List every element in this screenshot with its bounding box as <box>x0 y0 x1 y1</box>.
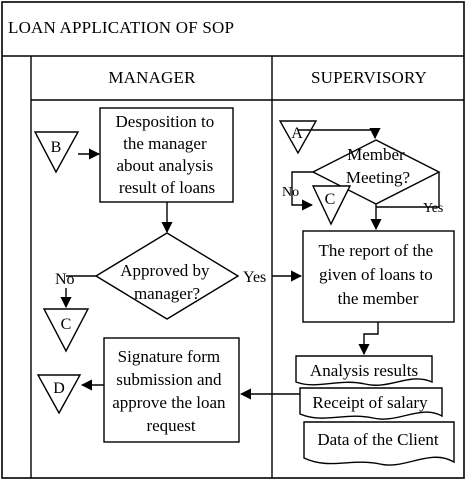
lane-header-manager: MANAGER <box>108 68 196 87</box>
member-yes-line <box>376 172 440 208</box>
document-analysis-label: Analysis results <box>310 361 418 380</box>
arrow-report-to-documents <box>358 322 379 356</box>
document-analysis <box>295 355 433 386</box>
desposition-line-2: the manager <box>123 134 207 153</box>
member-line-1: Member <box>347 145 405 164</box>
document-salary-label: Receipt of salary <box>312 393 428 412</box>
signature-line-4: request <box>146 416 195 435</box>
signature-line-1: Signature form <box>118 347 220 366</box>
signature-line-3: approve the loan <box>112 393 226 412</box>
report-process-text: The report of the given of loans to the … <box>319 241 438 308</box>
desposition-line-4: result of loans <box>119 178 215 197</box>
report-line-1: The report of the <box>319 241 434 260</box>
lane-header-supervisory: SUPERVISORY <box>311 68 427 87</box>
approved-line-1: Approved by <box>120 261 210 280</box>
report-line-3: the member <box>338 289 419 308</box>
document-client-label: Data of the Client <box>317 430 439 449</box>
member-decision-text: Member Meeting? <box>346 145 410 187</box>
connector-d <box>36 374 82 415</box>
member-yes-label: Yes <box>423 201 443 216</box>
report-process-box <box>302 230 455 323</box>
connector-d-label: D <box>53 380 65 397</box>
approved-line-2: manager? <box>134 284 200 303</box>
connector-a-label: A <box>291 125 303 142</box>
connector-b <box>33 131 80 174</box>
member-line-2: Meeting? <box>346 168 410 187</box>
connector-a <box>278 120 318 155</box>
approved-no-label: No <box>55 271 75 288</box>
connector-b-label: B <box>51 139 62 156</box>
signature-line-2: submission and <box>116 370 222 389</box>
desposition-process-text: Desposition to the manager about analysi… <box>116 112 219 197</box>
member-no-label: No <box>282 185 299 200</box>
connector-c-manager <box>42 308 90 353</box>
report-line-2: given of loans to <box>319 265 433 284</box>
document-salary <box>299 387 443 420</box>
connector-c-manager-label: C <box>61 316 72 333</box>
diagram-title: LOAN APPLICATION OF SOP <box>8 18 234 37</box>
approved-yes-label: Yes <box>243 269 266 286</box>
desposition-line-1: Desposition to <box>116 112 215 131</box>
connector-c-supervisory-label: C <box>325 191 336 208</box>
member-no-line <box>291 171 314 211</box>
connector-c-supervisory <box>311 185 352 226</box>
signature-process-text: Signature form submission and approve th… <box>112 347 230 435</box>
signature-process-box <box>103 337 240 443</box>
document-client <box>303 421 455 466</box>
approved-decision-text: Approved by manager? <box>120 261 213 303</box>
approved-decision-diamond <box>94 232 240 320</box>
desposition-line-3: about analysis <box>116 156 213 175</box>
